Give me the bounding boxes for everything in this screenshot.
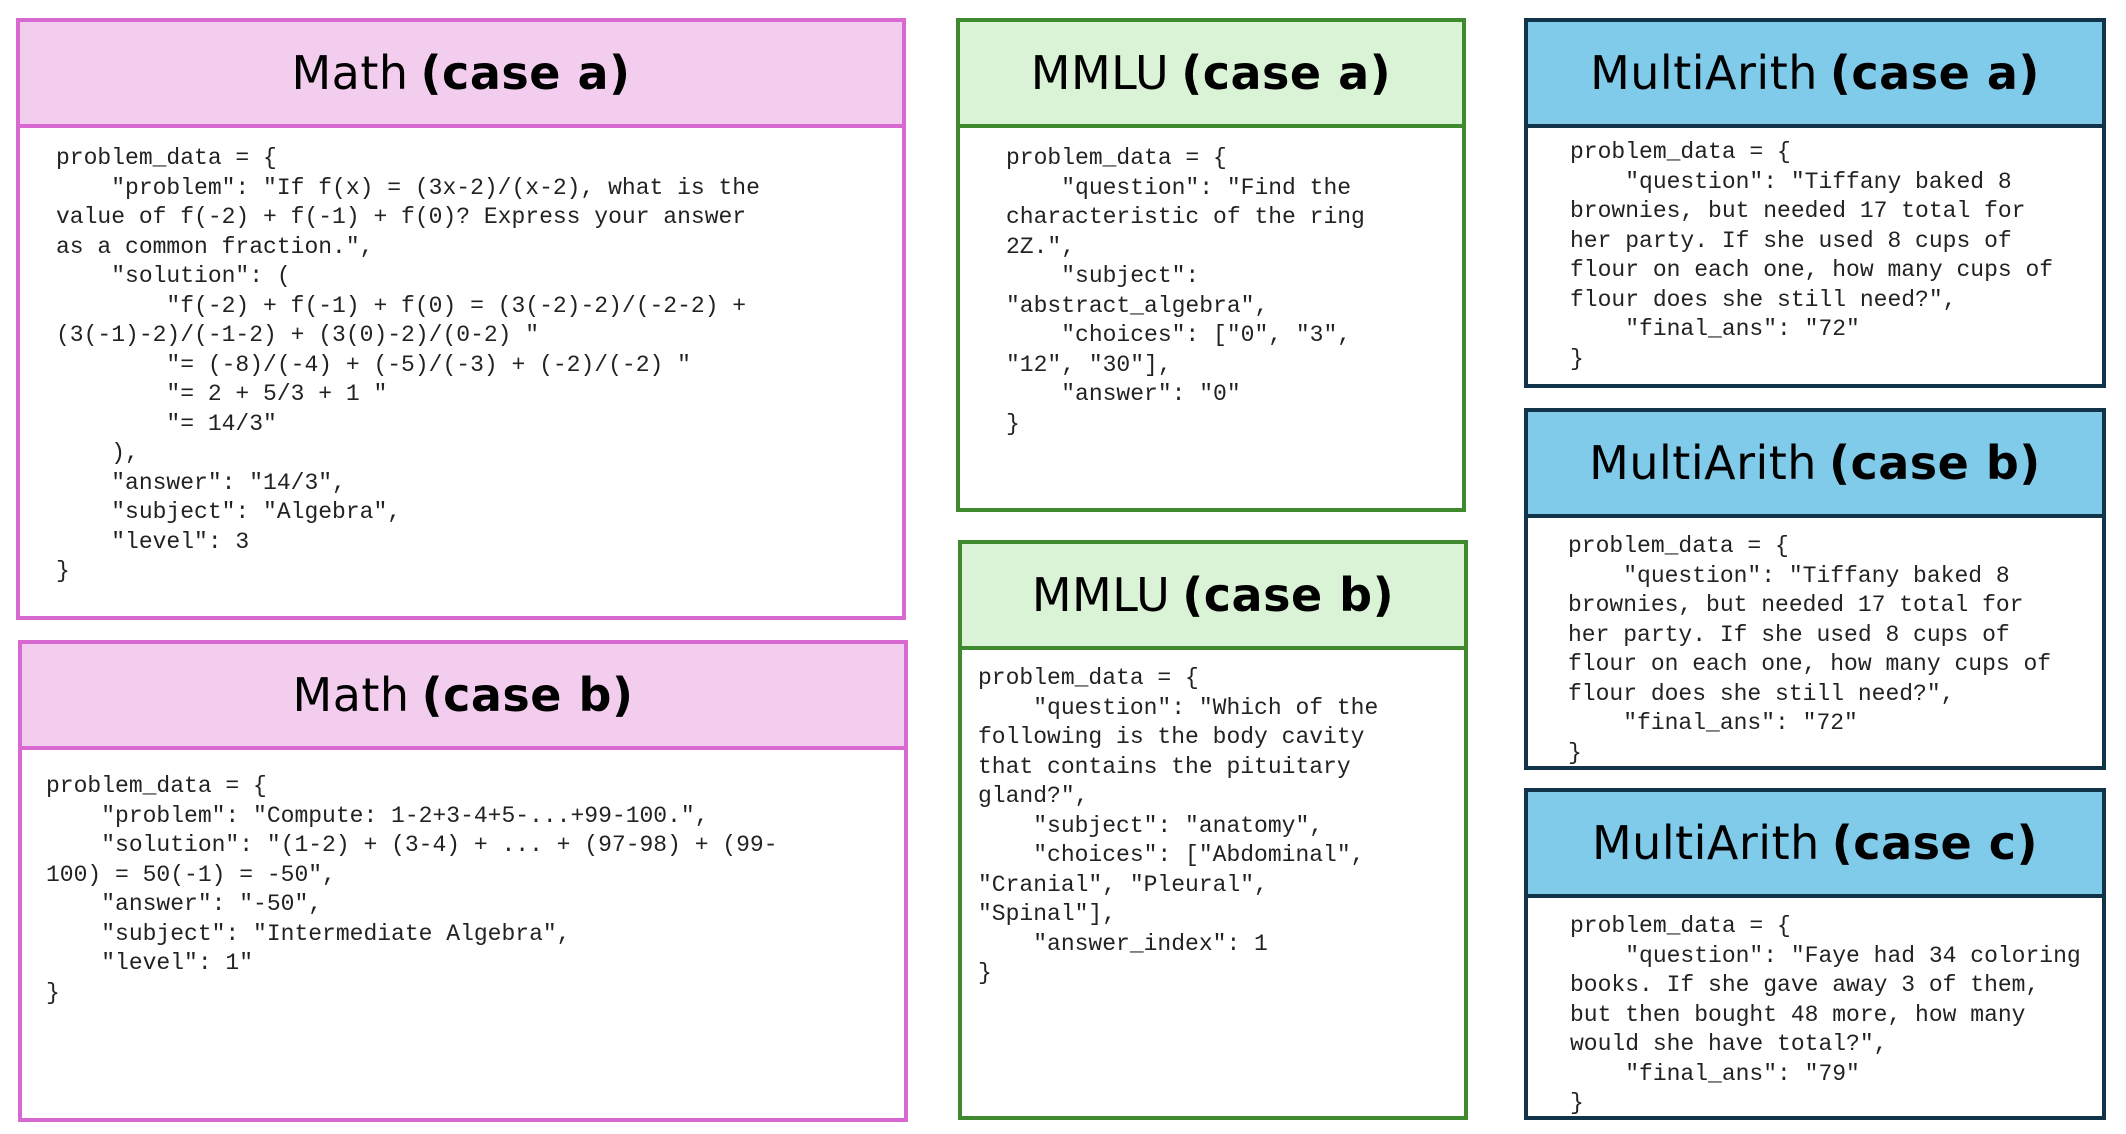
- card-title-case: (case a): [1181, 46, 1392, 100]
- code-block: problem_data = { "question": "Which of t…: [978, 665, 1379, 986]
- code-block: problem_data = { "problem": "If f(x) = (…: [56, 145, 760, 584]
- code-block: problem_data = { "problem": "Compute: 1-…: [46, 773, 778, 1006]
- card-title-name: Math: [292, 668, 410, 722]
- card-title-name: MMLU: [1031, 568, 1171, 622]
- mmlu-case-a-card: MMLU (case a) problem_data = { "question…: [956, 18, 1466, 512]
- code-block: problem_data = { "question": "Tiffany ba…: [1570, 139, 2054, 372]
- card-title-case: (case c): [1831, 816, 2038, 870]
- code-block: problem_data = { "question": "Find the c…: [1006, 145, 1365, 437]
- card-header: Math (case b): [22, 644, 904, 750]
- card-header: Math (case a): [20, 22, 902, 128]
- card-title-name: MultiArith: [1590, 46, 1818, 100]
- multiarith-case-c-card: MultiArith (case c) problem_data = { "qu…: [1524, 788, 2106, 1120]
- multiarith-case-b-card: MultiArith (case b) problem_data = { "qu…: [1524, 408, 2106, 770]
- card-header: MultiArith (case a): [1528, 22, 2102, 128]
- mmlu-case-b-card: MMLU (case b) problem_data = { "question…: [958, 540, 1468, 1120]
- card-header: MMLU (case b): [962, 544, 1464, 650]
- card-title-name: MultiArith: [1591, 816, 1820, 870]
- card-title-case: (case b): [1182, 568, 1395, 622]
- card-title-name: MMLU: [1030, 46, 1170, 100]
- code-block: problem_data = { "question": "Faye had 3…: [1570, 913, 2081, 1116]
- code-block: problem_data = { "question": "Tiffany ba…: [1568, 533, 2052, 766]
- card-title-name: MultiArith: [1589, 436, 1817, 490]
- card-title-case: (case a): [1829, 46, 2040, 100]
- card-title-case: (case a): [420, 46, 631, 100]
- card-header: MMLU (case a): [960, 22, 1462, 128]
- card-title-name: Math: [291, 46, 409, 100]
- card-title-case: (case b): [421, 668, 634, 722]
- multiarith-case-a-card: MultiArith (case a) problem_data = { "qu…: [1524, 18, 2106, 388]
- math-case-a-card: Math (case a) problem_data = { "problem"…: [16, 18, 906, 620]
- card-header: MultiArith (case c): [1528, 792, 2102, 898]
- math-case-b-card: Math (case b) problem_data = { "problem"…: [18, 640, 908, 1122]
- card-header: MultiArith (case b): [1528, 412, 2102, 518]
- card-title-case: (case b): [1828, 436, 2041, 490]
